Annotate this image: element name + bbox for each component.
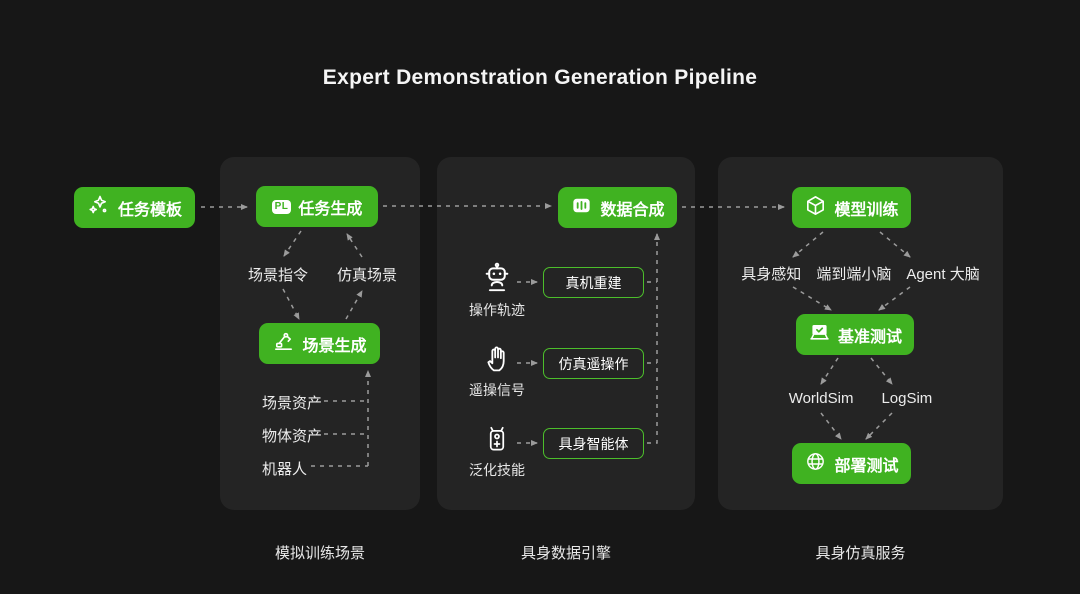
scene-generation-label: 场景生成	[302, 337, 367, 355]
scene-command-label: 场景指令	[248, 267, 309, 284]
glove-icon	[481, 343, 513, 374]
model-training-label: 模型训练	[834, 201, 899, 219]
logsim-label: LogSim	[881, 390, 933, 407]
globe-icon	[804, 450, 827, 478]
worldsim-label: WorldSim	[788, 390, 854, 407]
brain-types-row: 具身感知 端到端小脑 Agent 大脑	[725, 263, 996, 284]
generalized-skill-label: 泛化技能	[469, 462, 525, 478]
scene-generation-node: 场景生成	[259, 323, 380, 364]
robot-asset-label: 机器人	[262, 461, 308, 478]
task-generation-label: 任务生成	[298, 200, 363, 218]
sim-backends-row: WorldSim LogSim	[718, 390, 1003, 407]
page-title: Expert Demonstration Generation Pipeline	[322, 66, 758, 89]
sparkles-icon	[87, 193, 111, 222]
monitor-check-icon	[808, 321, 831, 349]
caption-embodied-data-engine: 具身数据引擎	[520, 545, 611, 562]
sim-scene-label: 仿真场景	[337, 267, 398, 284]
embodied-agent-box: 具身智能体	[543, 428, 644, 459]
caption-embodied-sim-service: 具身仿真服务	[815, 545, 906, 562]
benchmark-testing-node: 基准测试	[796, 314, 914, 355]
real-machine-reconstruction-box: 真机重建	[543, 267, 644, 298]
pl-badge-icon: PL	[271, 199, 292, 214]
data-synthesis-node: 数据合成	[558, 187, 677, 228]
embodied-perception-label: 具身感知	[741, 266, 802, 283]
caption-sim-training-scene: 模拟训练场景	[274, 545, 365, 562]
agent-brain-label: Agent 大脑	[906, 266, 980, 283]
task-generation-node: PL 任务生成	[256, 186, 378, 227]
bottom-white-strip	[0, 594, 1080, 603]
object-asset-label: 物体资产	[262, 428, 323, 445]
deployment-testing-node: 部署测试	[792, 443, 911, 484]
data-synthesis-label: 数据合成	[600, 201, 665, 219]
teleop-signal-label: 遥操信号	[469, 382, 525, 398]
robot-arm-icon	[272, 330, 295, 358]
sim-teleoperation-box: 仿真遥操作	[543, 348, 644, 379]
scene-asset-label: 场景资产	[262, 395, 323, 412]
deployment-testing-label: 部署测试	[834, 457, 899, 475]
task-template-node: 任务模板	[74, 187, 195, 228]
cube-icon	[804, 194, 827, 222]
task-template-label: 任务模板	[117, 201, 182, 219]
manipulation-trajectory-label: 操作轨迹	[469, 302, 525, 318]
end-to-end-cerebellum-label: 端到端小脑	[816, 266, 892, 283]
data-levels-icon	[570, 194, 593, 222]
benchmark-testing-label: 基准测试	[837, 328, 902, 346]
controller-icon	[482, 423, 512, 455]
robot-icon	[479, 261, 515, 295]
model-training-node: 模型训练	[792, 187, 911, 228]
